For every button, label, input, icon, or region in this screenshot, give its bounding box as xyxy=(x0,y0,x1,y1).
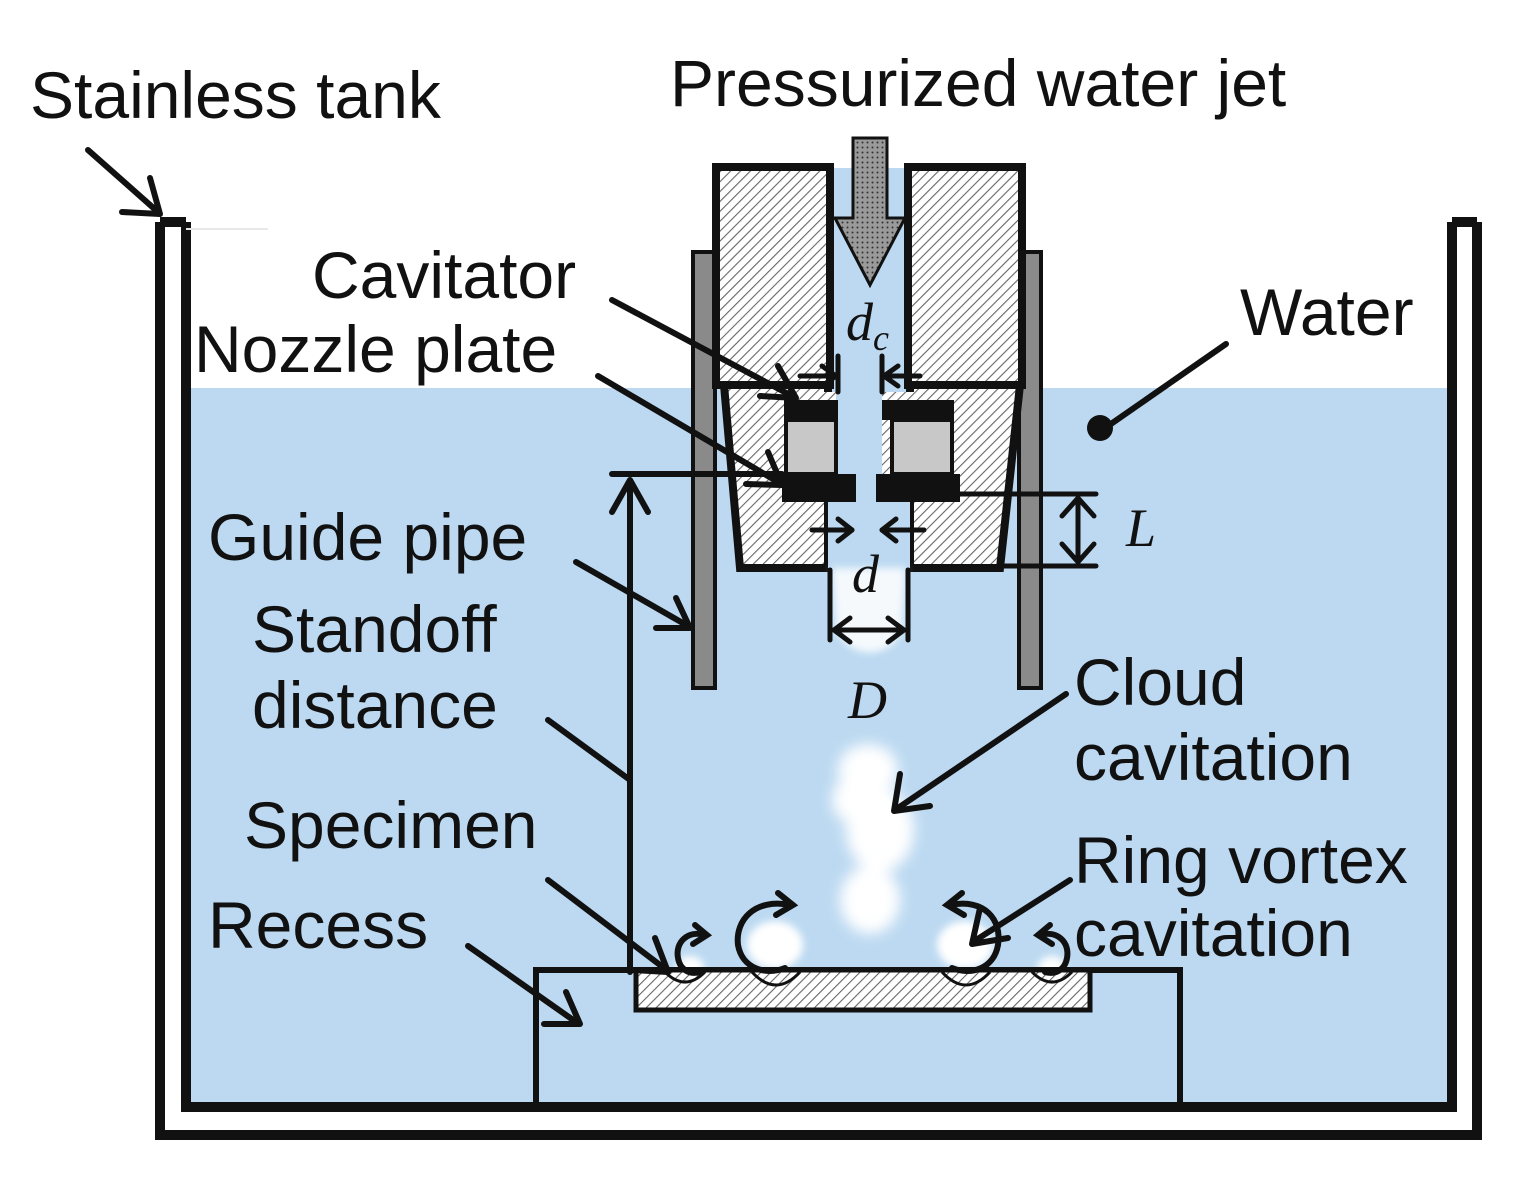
label-specimen: Specimen xyxy=(244,788,538,862)
nozzle-throat xyxy=(856,474,876,502)
label-water: Water xyxy=(1240,275,1414,349)
water-jet-arrow xyxy=(832,136,908,289)
cavitator-plate-left xyxy=(784,400,838,420)
dc-dimension xyxy=(797,353,923,395)
label-ring-line2: cavitation xyxy=(1074,896,1353,970)
vortex-arrows xyxy=(674,890,1071,976)
leader-lines xyxy=(85,147,1229,1027)
label-standoff-line1: Standoff xyxy=(252,592,497,666)
symbol-L: L xyxy=(1125,498,1156,558)
nozzle-plate-left xyxy=(782,474,856,502)
symbol-dc: dc xyxy=(846,292,889,358)
cavitator-block-right xyxy=(890,418,954,476)
label-ring-line1: Ring vortex xyxy=(1074,823,1408,897)
cavitator-plate-right xyxy=(882,400,954,420)
erosion-pits xyxy=(663,970,1074,987)
standoff-dimension xyxy=(609,471,785,975)
d-dimension xyxy=(809,516,927,544)
specimen xyxy=(633,967,1093,1013)
cloud-cavitation xyxy=(832,744,914,934)
label-cavitator: Cavitator xyxy=(312,238,576,312)
nozzle-plate-right xyxy=(876,474,960,502)
label-nozzle-plate: Nozzle plate xyxy=(194,312,557,386)
label-standoff-line2: distance xyxy=(252,668,498,742)
L-dimension xyxy=(957,491,1099,569)
label-guide-pipe: Guide pipe xyxy=(208,500,527,574)
cavitator-block-left xyxy=(784,418,838,476)
symbol-D: D xyxy=(847,670,887,730)
label-cloud-line1: Cloud xyxy=(1074,645,1246,719)
nozzle-bore xyxy=(838,385,882,474)
nozzle-block-left xyxy=(712,163,834,389)
label-recess: Recess xyxy=(208,888,428,962)
label-pressurized-water-jet: Pressurized water jet xyxy=(670,46,1286,120)
label-cloud-line2: cavitation xyxy=(1074,720,1353,794)
D-dimension xyxy=(827,567,911,645)
symbol-d: d xyxy=(852,544,880,604)
water-dot xyxy=(1087,415,1113,441)
guide-pipe-left xyxy=(691,250,717,690)
nozzle-block-right xyxy=(904,163,1026,389)
label-stainless-tank: Stainless tank xyxy=(30,58,442,132)
